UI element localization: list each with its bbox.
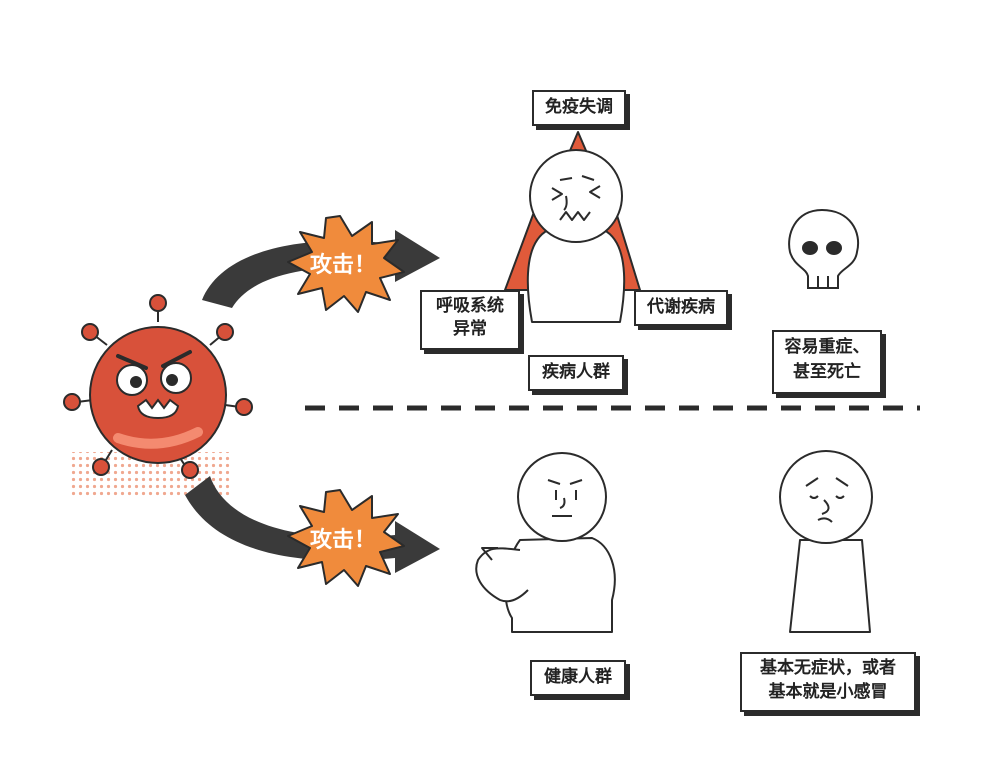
skull-icon: [788, 208, 860, 289]
attack-burst-lower: [287, 489, 405, 587]
healthy-person-figure: [475, 452, 616, 633]
mild-person-figure: [779, 450, 873, 633]
healthy-outcome-label: 基本无症状，或者 基本就是小感冒: [740, 652, 916, 712]
left-factor-label: 呼吸系统 异常: [420, 290, 520, 350]
sick-person-figure: [504, 131, 641, 323]
attack-burst-upper: [287, 215, 405, 313]
right-factor-label: 代谢疾病: [634, 290, 728, 326]
sick-group-title: 疾病人群: [528, 355, 624, 391]
healthy-group-title: 健康人群: [530, 660, 626, 696]
virus-icon: [63, 294, 253, 479]
top-factor-label: 免疫失调: [532, 90, 626, 126]
attack-label-lower: 攻击！: [310, 528, 377, 553]
sick-outcome-label: 容易重症、 甚至死亡: [772, 330, 882, 394]
attack-label-upper: 攻击！: [310, 253, 377, 278]
